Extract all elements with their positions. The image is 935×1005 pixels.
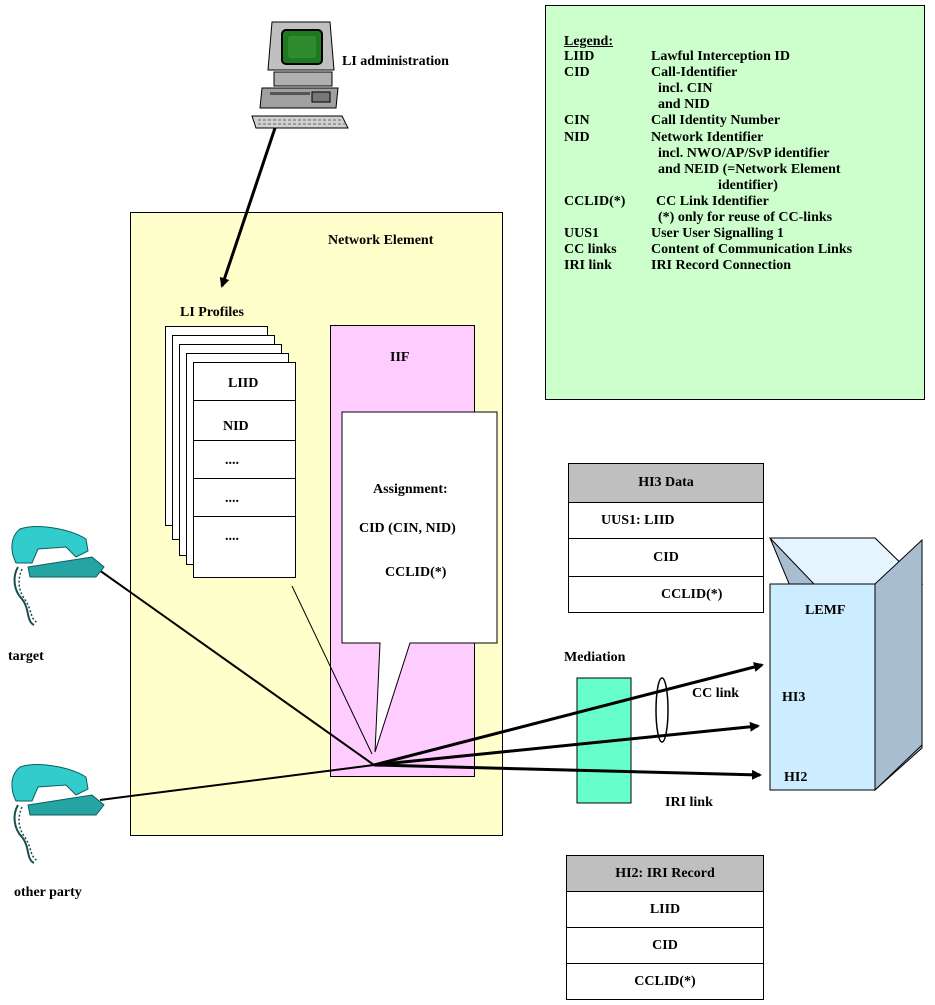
legend-definition: Call Identity Number bbox=[651, 113, 781, 129]
legend-term: NID bbox=[564, 129, 590, 145]
hi2-iri-record-table: HI2: IRI Record LIID CID CCLID(*) bbox=[566, 855, 764, 1000]
legend-term: UUS1 bbox=[564, 226, 600, 242]
legend-definition: (*) only for reuse of CC-links bbox=[658, 210, 833, 225]
legend-title: Legend: bbox=[564, 34, 613, 49]
other-party-label: other party bbox=[14, 885, 82, 900]
legend-definition: incl. CIN bbox=[658, 81, 713, 97]
legend-definition: IRI Record Connection bbox=[651, 258, 791, 274]
lemf-hi2-label: HI2 bbox=[784, 770, 808, 785]
phone-icon bbox=[11, 764, 105, 864]
li-administration-label: LI administration bbox=[342, 54, 449, 69]
hi3-table-cell: UUS1: LIID bbox=[569, 502, 763, 538]
profile-to-intercept-line bbox=[291, 585, 373, 755]
iri-link-label: IRI link bbox=[665, 795, 713, 810]
legend-definition: and NID bbox=[658, 97, 710, 113]
iri-link-arrow bbox=[373, 763, 762, 780]
profile-card-front bbox=[193, 362, 296, 578]
profile-field: .... bbox=[193, 440, 296, 478]
lemf-box bbox=[768, 537, 924, 792]
li-profiles-label: LI Profiles bbox=[180, 305, 244, 320]
legend-definition: Content of Communication Links bbox=[651, 242, 853, 258]
cc-link-arrow-2 bbox=[373, 721, 760, 767]
legend-term: CCLID(*) bbox=[564, 193, 626, 209]
legend-definition: User User Signalling 1 bbox=[651, 226, 784, 242]
profile-field: NID bbox=[193, 400, 296, 438]
legend-definition: identifier) bbox=[718, 177, 778, 193]
hi2-table-header: HI2: IRI Record bbox=[567, 856, 763, 891]
assignment-callout bbox=[341, 411, 498, 753]
hi3-table-header: HI3 Data bbox=[569, 464, 763, 502]
legend-definition: Lawful Interception ID bbox=[651, 49, 790, 64]
hi3-table-cell: CCLID(*) bbox=[569, 576, 763, 613]
legend-definition: and NEID (=Network Element bbox=[658, 161, 841, 177]
target-label: target bbox=[8, 649, 44, 664]
lemf-label: LEMF bbox=[805, 603, 846, 618]
legend-term: IRI link bbox=[564, 258, 612, 274]
legend-definition: incl. NWO/AP/SvP identifier bbox=[658, 145, 830, 161]
profile-field: .... bbox=[193, 516, 296, 554]
admin-to-profiles-arrow bbox=[219, 127, 277, 288]
lemf-hi3-label: HI3 bbox=[782, 690, 806, 705]
legend-term: CIN bbox=[564, 113, 590, 129]
legend-box: Legend: LIID Lawful Interception ID CID Cal… bbox=[545, 5, 925, 400]
profile-field: .... bbox=[193, 478, 296, 516]
legend-definition: CC Link Identifier bbox=[656, 193, 769, 209]
hi2-table-cell: LIID bbox=[567, 891, 763, 927]
assignment-title: Assignment: bbox=[373, 482, 448, 497]
cc-link-arrow-1 bbox=[373, 662, 764, 767]
legend-definition: Call-Identifier bbox=[651, 65, 738, 81]
other-party-line bbox=[99, 764, 375, 801]
hi3-table-cell: CID bbox=[569, 538, 763, 576]
iif-label: IIF bbox=[390, 350, 410, 365]
assignment-cclid: CCLID(*) bbox=[385, 565, 447, 580]
mediation-label: Mediation bbox=[564, 650, 626, 665]
cc-link-label: CC link bbox=[692, 686, 740, 701]
cc-link-bundle-ellipse bbox=[655, 677, 669, 743]
legend-term: LIID bbox=[564, 49, 595, 64]
target-line bbox=[91, 564, 375, 766]
legend-definition: Network Identifier bbox=[651, 129, 764, 145]
computer-icon bbox=[251, 21, 349, 129]
legend-term: CC links bbox=[564, 242, 617, 258]
phone-icon bbox=[11, 526, 105, 626]
hi3-data-table: HI3 Data UUS1: LIID CID CCLID(*) bbox=[568, 463, 764, 613]
network-element-label: Network Element bbox=[328, 233, 434, 248]
hi2-table-cell: CID bbox=[567, 927, 763, 963]
assignment-cid: CID (CIN, NID) bbox=[359, 521, 456, 536]
hi2-table-cell: CCLID(*) bbox=[567, 963, 763, 1000]
legend-term: CID bbox=[564, 65, 590, 81]
profile-field: LIID bbox=[228, 376, 259, 391]
